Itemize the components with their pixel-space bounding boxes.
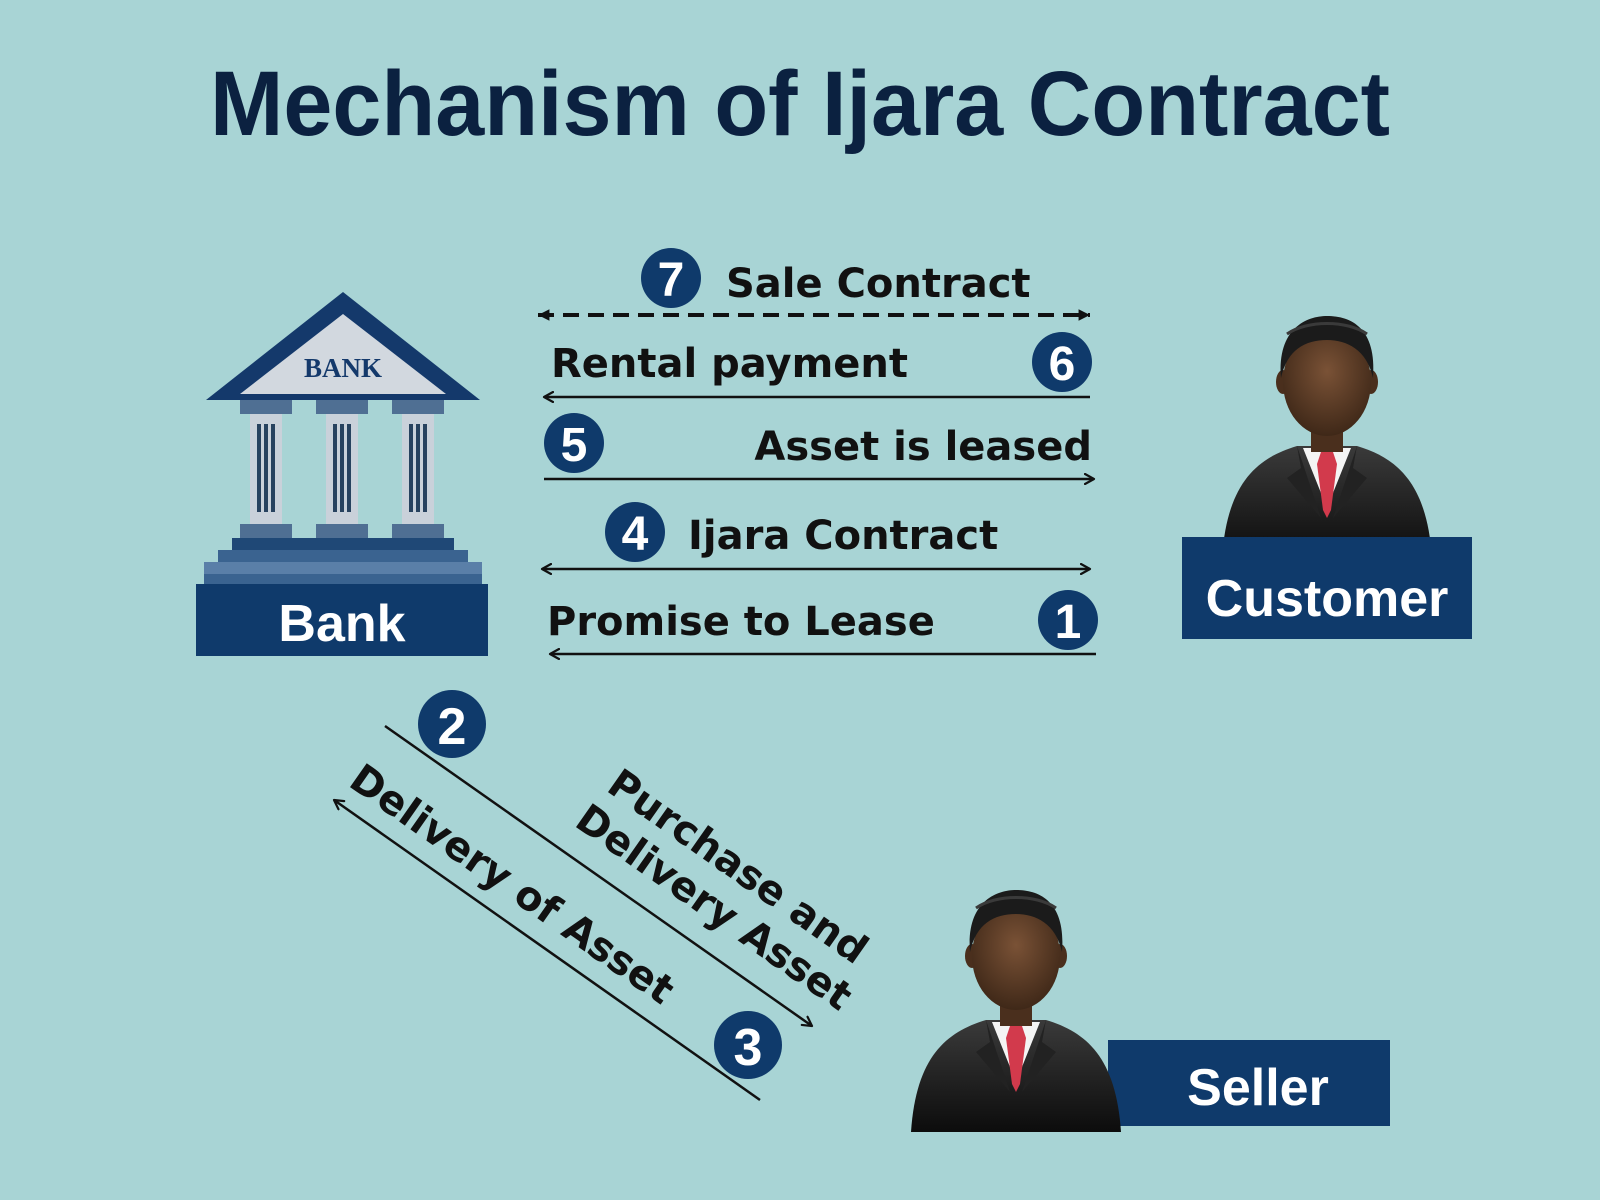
step-1-badge (1038, 590, 1098, 650)
step-6-badge (1032, 332, 1092, 392)
customer-avatar-icon (1220, 314, 1434, 560)
flow-rental-payment: Rental payment 6 (544, 332, 1092, 397)
step-1-number: 1 (1055, 596, 1082, 649)
seller-label: Seller (1187, 1059, 1329, 1117)
step-2-badge (418, 690, 486, 758)
flow-promise-to-lease: Promise to Lease 1 (547, 590, 1098, 654)
seller-avatar-icon (909, 888, 1123, 1134)
seller-label-box (1108, 1040, 1390, 1126)
customer-label-box (1182, 537, 1472, 639)
flow-ijara-contract: 4 Ijara Contract (542, 502, 1090, 569)
purchase-arrow (384, 724, 812, 1026)
step-5-number: 5 (561, 419, 588, 472)
step-4-badge (605, 502, 665, 562)
customer-label: Customer (1206, 570, 1449, 628)
sale-contract-label: Sale Contract (726, 261, 1031, 307)
promise-to-lease-label: Promise to Lease (547, 599, 935, 645)
flow-asset-leased: 5 Asset is leased (544, 413, 1094, 479)
step-3-number: 3 (734, 1019, 763, 1077)
rental-payment-label: Rental payment (551, 341, 908, 387)
step-4-number: 4 (622, 508, 649, 561)
bank-icon: BANK (204, 292, 482, 584)
step-6-number: 6 (1049, 338, 1076, 391)
step-3-badge (714, 1011, 782, 1079)
page-title: Mechanism of Ijara Contract (210, 53, 1390, 155)
asset-leased-label: Asset is leased (754, 424, 1092, 470)
bank-label-box (196, 584, 488, 656)
ijara-contract-label: Ijara Contract (688, 513, 998, 559)
bank-label: Bank (278, 595, 405, 653)
bank-pediment-text: BANK (304, 353, 382, 383)
step-2-number: 2 (438, 698, 467, 756)
step-7-badge (641, 248, 701, 308)
delivery-arrow (334, 800, 761, 1102)
step-7-number: 7 (658, 254, 685, 307)
step-5-badge (544, 413, 604, 473)
flow-sale-contract: 7 Sale Contract (538, 248, 1090, 321)
